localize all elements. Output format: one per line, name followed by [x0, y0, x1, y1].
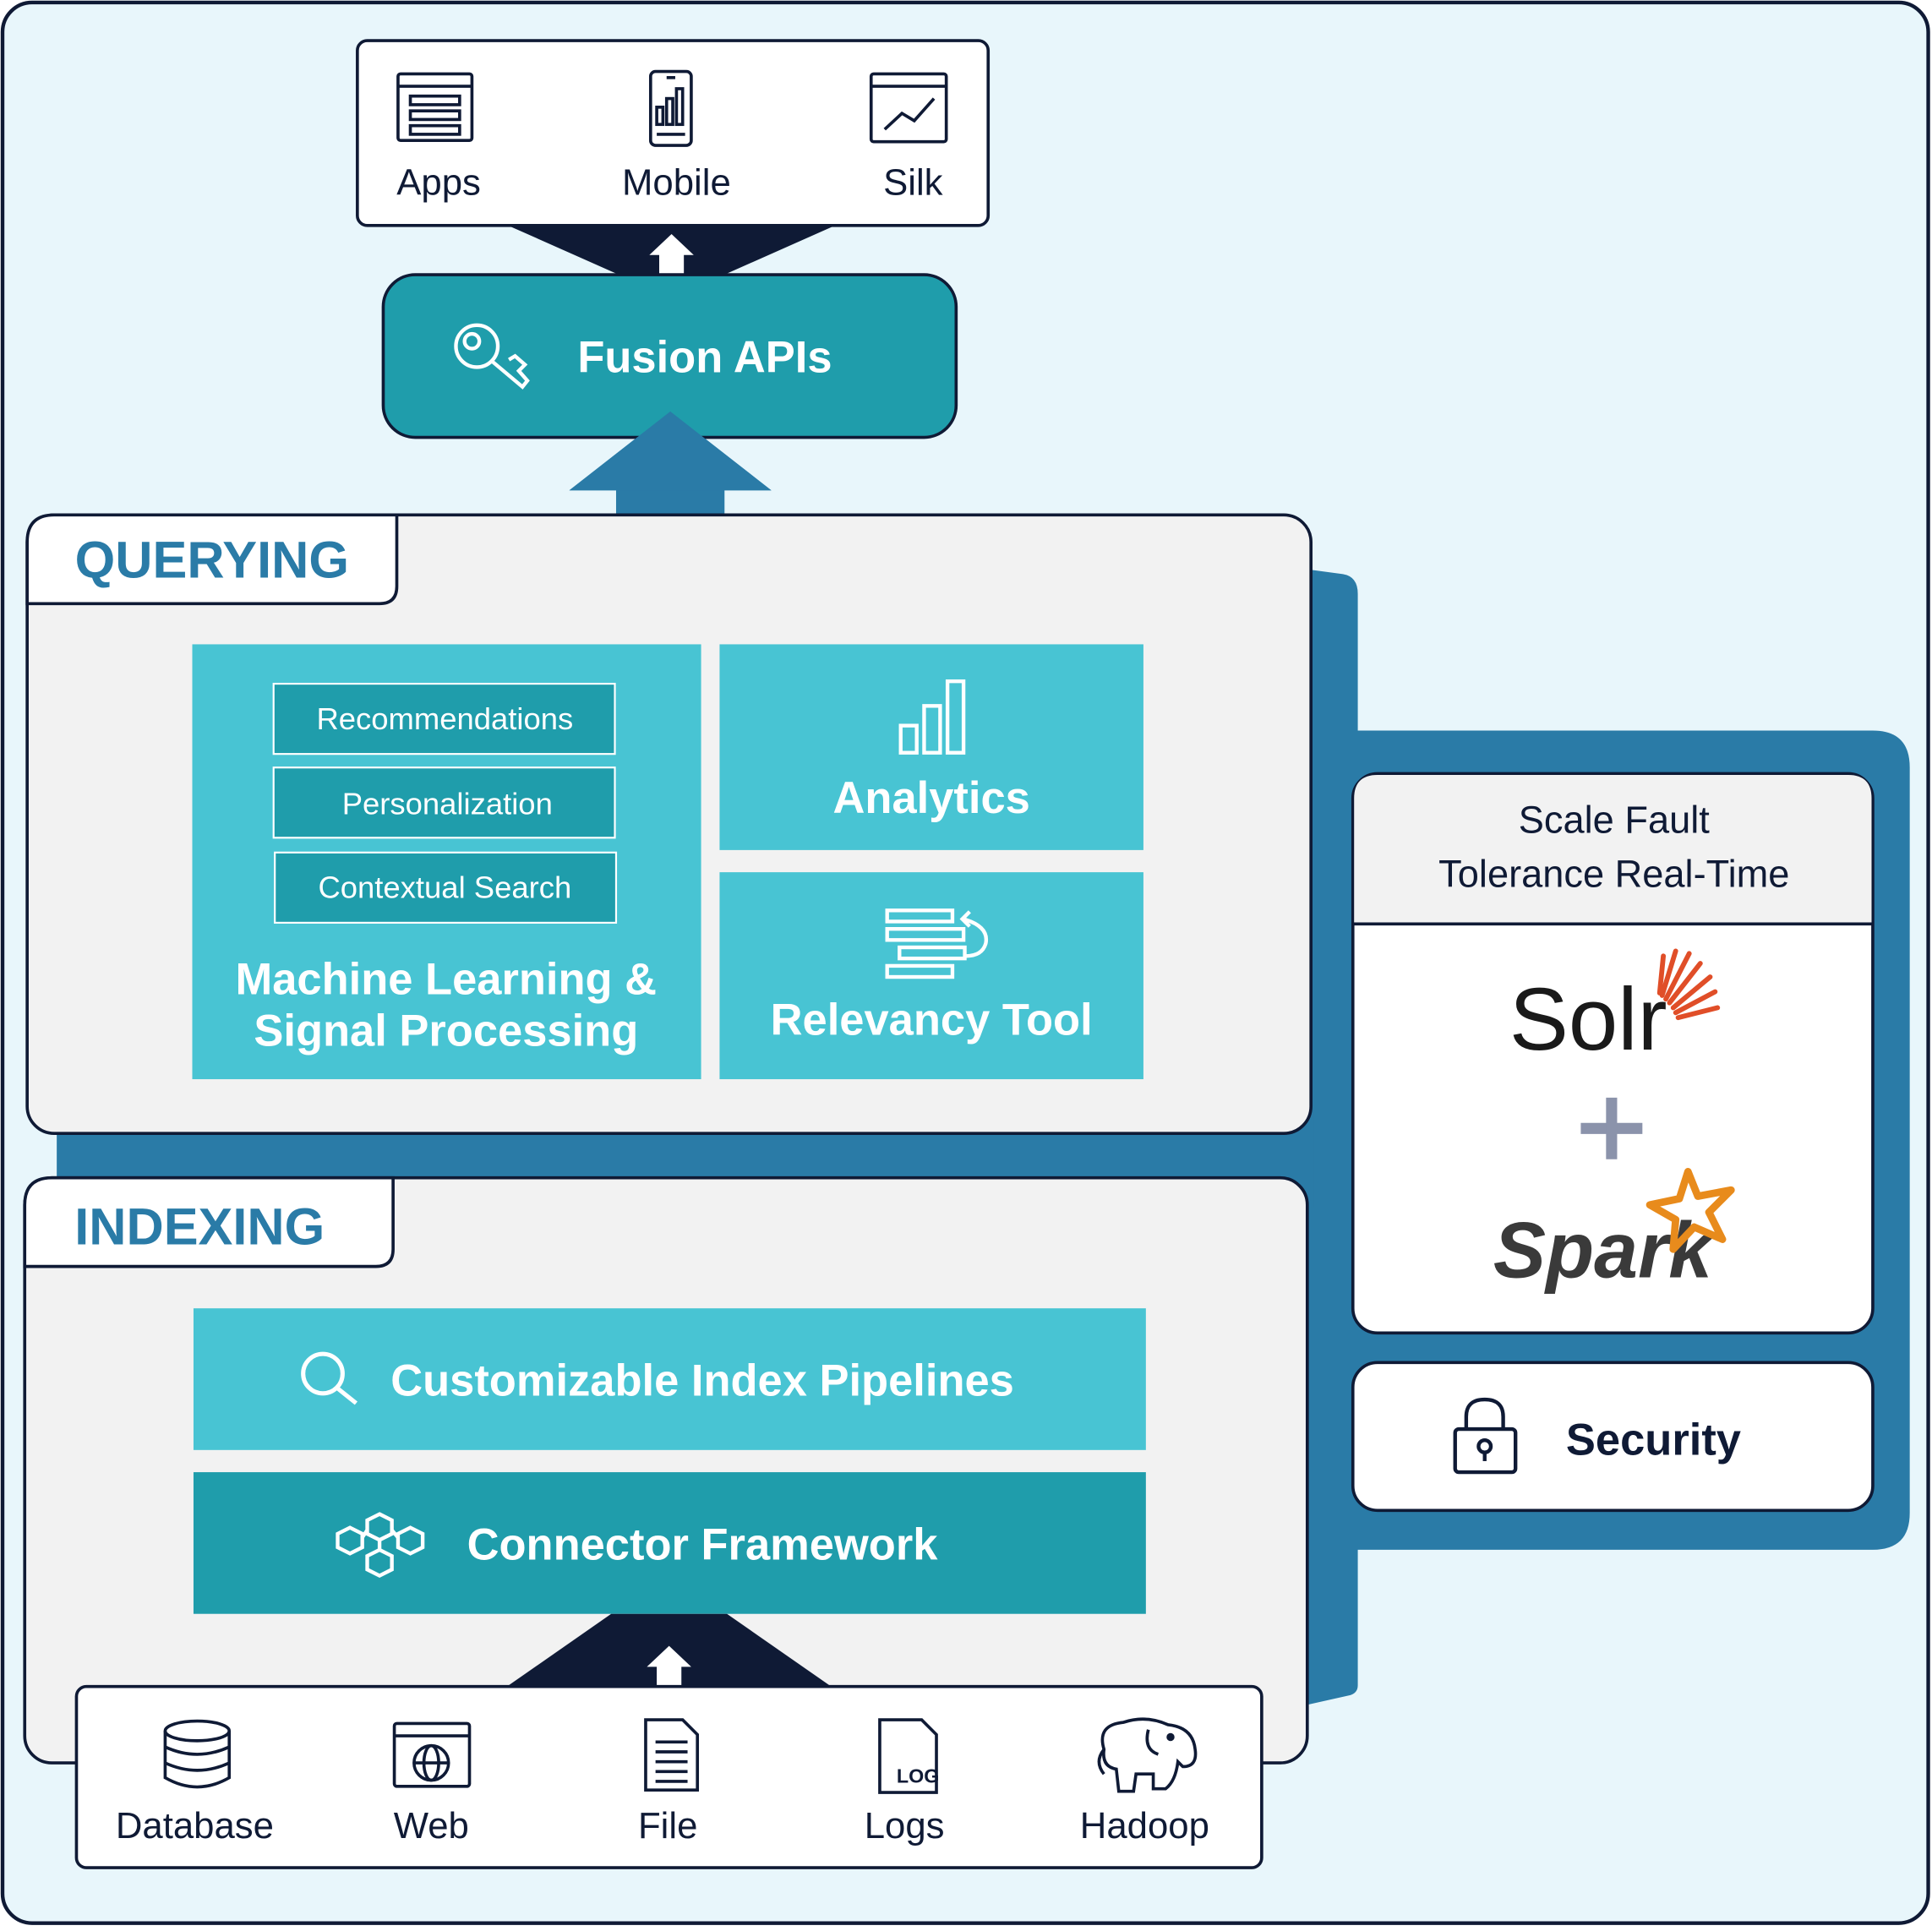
bar-chart-icon [898, 679, 966, 755]
analytics-card[interactable] [719, 644, 1143, 850]
source-label-web: Web [394, 1805, 469, 1846]
log-icon-badge: LOG [897, 1765, 940, 1786]
index-pipelines-label: Customizable Index Pipelines [390, 1356, 1014, 1406]
platform-header-line1: Scale Fault [1519, 798, 1710, 841]
solr-logo: Solr [1509, 948, 1721, 1069]
ml-item-contextual-search-label: Contextual Search [318, 870, 571, 905]
padlock-icon [1453, 1397, 1518, 1475]
key-icon [454, 323, 530, 390]
app-window-icon [396, 72, 474, 143]
sort-bars-icon [885, 908, 989, 979]
relevancy-tool-label: Relevancy Tool [771, 996, 1093, 1045]
output-label-apps: Apps [396, 161, 481, 203]
connector-framework-card[interactable] [193, 1472, 1146, 1614]
output-label-silk: Silk [883, 161, 943, 203]
log-file-icon [878, 1718, 938, 1794]
security-label: Security [1566, 1416, 1741, 1465]
search-icon [301, 1351, 357, 1405]
querying-title: QUERYING [75, 532, 349, 589]
hadoop-elephant-icon [1097, 1717, 1198, 1793]
source-label-hadoop: Hadoop [1080, 1805, 1209, 1846]
web-globe-icon [392, 1721, 472, 1788]
platform-header [1354, 774, 1872, 925]
database-icon [163, 1719, 232, 1789]
plus-icon [1580, 1097, 1643, 1159]
source-label-file: File [638, 1805, 697, 1846]
ml-item-personalization[interactable] [272, 766, 616, 839]
mobile-phone-icon [648, 69, 693, 147]
source-label-logs: Logs [865, 1805, 945, 1846]
spark-star-icon [1645, 1167, 1735, 1253]
analytics-label: Analytics [833, 773, 1030, 823]
connector-framework-label: Connector Framework [467, 1520, 939, 1570]
indexing-title: INDEXING [74, 1197, 325, 1255]
ml-item-personalization-label: Personalization [342, 787, 553, 821]
indexing-tab [23, 1176, 395, 1268]
api-up-arrow-tip [569, 411, 772, 491]
sources-panel [74, 1684, 1263, 1869]
solr-sunburst-icon [1656, 948, 1721, 1021]
index-pipelines-card[interactable] [193, 1308, 1146, 1450]
spark-logo: Spark [1493, 1167, 1735, 1295]
dashboard-chart-icon [869, 72, 948, 144]
platform-header-line2: Tolerance Real-Time [1438, 853, 1789, 896]
file-icon [644, 1718, 700, 1792]
spark-logo-text: Spark [1493, 1207, 1716, 1295]
output-arrow-icon [649, 233, 694, 274]
output-label-mobile: Mobile [622, 161, 731, 203]
fusion-apis-label: Fusion APIs [577, 332, 832, 382]
ml-item-recommendations[interactable] [272, 682, 616, 755]
querying-tab [25, 513, 399, 606]
ml-title-line2: Signal Processing [254, 1006, 638, 1056]
ml-title-line1: Machine Learning & [236, 954, 658, 1004]
solr-logo-text: Solr [1509, 970, 1667, 1069]
source-label-database: Database [116, 1805, 274, 1846]
hexagon-network-icon [336, 1512, 425, 1578]
ml-item-contextual-search[interactable] [274, 851, 618, 924]
ml-item-recommendations-label: Recommendations [316, 701, 573, 736]
source-arrow-icon [647, 1645, 691, 1691]
